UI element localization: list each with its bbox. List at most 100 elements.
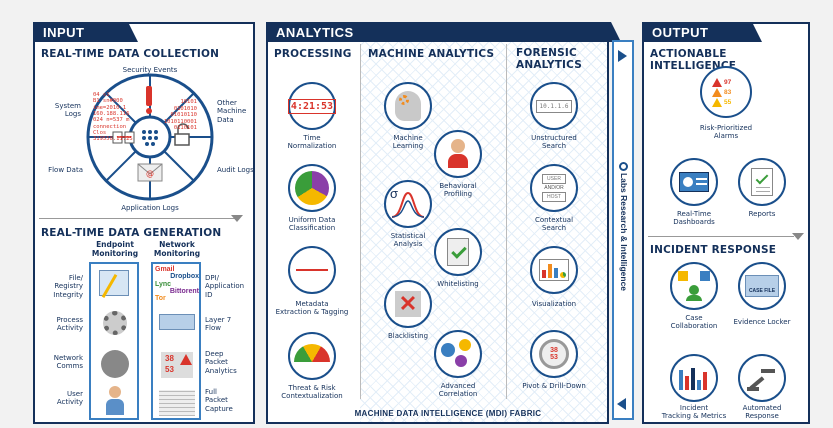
data-wheel-graphic: @ bbox=[86, 73, 214, 201]
generation-title: REAL-TIME DATA GENERATION bbox=[41, 227, 222, 239]
file-integrity-icon bbox=[99, 270, 129, 299]
row-label-layer7: Layer 7 Flow bbox=[205, 316, 232, 333]
collab-graphic bbox=[678, 271, 710, 301]
output-panel: OUTPUT ACTIONABLE INTELLIGENCE 97 83 55 … bbox=[642, 22, 810, 424]
contextual-search-icon: USER AND/OR HOST bbox=[530, 164, 578, 212]
machine-learning-icon bbox=[384, 82, 432, 130]
pivot-value: 38 bbox=[550, 347, 558, 354]
mdi-fabric-label: MACHINE DATA INTELLIGENCE (MDI) FABRIC bbox=[354, 409, 542, 418]
dashboards-icon bbox=[670, 158, 718, 206]
user-icon bbox=[106, 386, 124, 416]
analytics-header: ANALYTICS bbox=[266, 22, 621, 42]
nodes-graphic bbox=[441, 339, 475, 369]
application-logs-label: Application Logs bbox=[121, 204, 179, 212]
audit-logs-label: Audit Logs bbox=[217, 166, 254, 174]
svg-text:@: @ bbox=[146, 169, 154, 178]
dashboard-graphic bbox=[679, 172, 709, 192]
alarm-row: 97 bbox=[712, 77, 732, 87]
log-line: connection Clos bbox=[93, 123, 127, 136]
contextual-search-label: Contextual Search bbox=[534, 216, 574, 233]
collection-title: REAL-TIME DATA COLLECTION bbox=[41, 48, 220, 60]
deep-packet-icon: 38 53 bbox=[161, 352, 193, 378]
behavioral-profiling-label: Behavioral Profiling bbox=[439, 182, 477, 199]
row-label-user-activity: User Activity bbox=[56, 390, 83, 407]
deep-packet-value: 38 bbox=[165, 354, 174, 363]
machine-analytics-title: MACHINE ANALYTICS bbox=[368, 48, 495, 60]
sigma-symbol: σ bbox=[390, 186, 399, 201]
tracking-bars-graphic bbox=[679, 366, 709, 390]
threat-risk-label: Threat & Risk Contextualization bbox=[281, 384, 343, 401]
input-header: INPUT bbox=[33, 22, 138, 42]
contextual-field: USER bbox=[542, 174, 566, 184]
visualization-icon bbox=[530, 246, 578, 294]
analytics-panel: ANALYTICS PROCESSING MACHINE ANALYTICS F… bbox=[266, 22, 609, 424]
output-header: OUTPUT bbox=[642, 22, 762, 42]
other-machine-data-label: Other Machine Data bbox=[217, 99, 247, 124]
automated-response-icon bbox=[738, 354, 786, 402]
clock-display: 4:21:53 bbox=[287, 98, 337, 114]
input-divider bbox=[39, 218, 235, 219]
incident-tracking-label: Incident Tracking & Metrics bbox=[661, 404, 727, 421]
incident-tracking-icon bbox=[670, 354, 718, 402]
security-events-label: Security Events bbox=[122, 66, 178, 74]
incident-title: INCIDENT RESPONSE bbox=[650, 244, 777, 256]
statistical-analysis-icon: σ bbox=[384, 180, 432, 228]
unstructured-search-label: Unstructured Search bbox=[531, 134, 577, 151]
arrow-up-icon bbox=[618, 50, 627, 62]
log-snippet: 04 s1 B1 sn#000 ime=2010-1 160.188.116 0… bbox=[93, 92, 137, 143]
advanced-correlation-icon bbox=[434, 330, 482, 378]
labs-magnifier-icon bbox=[619, 162, 628, 171]
reports-icon bbox=[738, 158, 786, 206]
log-line: 04 s1 bbox=[93, 92, 110, 98]
alarm-triangle-icon bbox=[712, 77, 722, 87]
log-line: 160.188.116 bbox=[93, 110, 130, 117]
case-file-label: CASE FILE bbox=[748, 288, 776, 294]
report-graphic bbox=[751, 168, 773, 196]
alarm-row: 83 bbox=[712, 87, 731, 97]
contextual-field: AND/OR bbox=[544, 185, 564, 191]
machine-learning-label: Machine Learning bbox=[392, 134, 424, 151]
input-panel: INPUT REAL-TIME DATA COLLECTION bbox=[33, 22, 255, 424]
metadata-extraction-icon bbox=[288, 246, 336, 294]
alarm-value: 97 bbox=[724, 78, 732, 86]
alarms-label: Risk-Prioritized Alarms bbox=[699, 124, 753, 141]
dpi-word: Bittorent bbox=[169, 288, 199, 296]
bell-curve-graphic bbox=[391, 191, 425, 218]
log-line: B1 sn#000 bbox=[93, 98, 123, 105]
process-gears-icon bbox=[103, 311, 127, 335]
row-label-file-integrity: File/ Registry Integrity bbox=[53, 274, 83, 299]
behavioral-profiling-icon bbox=[434, 130, 482, 178]
x-card-graphic: ✕ bbox=[395, 291, 421, 317]
case-collaboration-label: Case Collaboration bbox=[670, 314, 718, 331]
head-gears-graphic bbox=[395, 91, 421, 121]
dpi-word: Gmail bbox=[155, 266, 175, 273]
output-divider bbox=[648, 236, 794, 237]
binary-line: 1010110001 bbox=[163, 118, 197, 125]
pie-graphic bbox=[295, 171, 329, 205]
dashboards-label: Real-Time Dashboards bbox=[673, 210, 715, 227]
log-line: 319550.11.25 bbox=[93, 136, 133, 143]
output-divider-arrow-icon bbox=[792, 233, 804, 240]
alarm-triangle-icon bbox=[712, 87, 722, 97]
evidence-locker-label: Evidence Locker bbox=[733, 318, 791, 326]
tagging-graphic bbox=[296, 269, 328, 271]
processing-title: PROCESSING bbox=[274, 48, 352, 60]
labs-label: Labs Research & Intelligence bbox=[619, 172, 629, 292]
metadata-extraction-label: Metadata Extraction & Tagging bbox=[275, 300, 349, 317]
row-label-dpi: DPI/ Application ID bbox=[205, 274, 245, 299]
row-label-full-packet: Full Packet Capture bbox=[205, 388, 233, 413]
reports-label: Reports bbox=[748, 210, 776, 218]
row-label-deep-packet: Deep Packet Analytics bbox=[205, 350, 237, 375]
endpoint-monitoring-label: Endpoint Monitoring bbox=[91, 240, 139, 258]
warning-icon bbox=[180, 354, 192, 365]
labs-research-bar: Labs Research & Intelligence bbox=[612, 40, 634, 420]
pivot-value: 53 bbox=[550, 354, 558, 361]
endpoint-column bbox=[89, 262, 139, 420]
data-wheel: @ bbox=[85, 72, 215, 202]
row-label-process-activity: Process Activity bbox=[56, 316, 83, 333]
blacklisting-label: Blacklisting bbox=[387, 332, 429, 340]
binary-snippet: 10101 0101010 01010110 1010110001 011010… bbox=[162, 99, 197, 132]
gauge-graphic bbox=[294, 344, 330, 362]
chart-window-graphic bbox=[539, 259, 569, 281]
visualization-label: Visualization bbox=[531, 300, 577, 308]
